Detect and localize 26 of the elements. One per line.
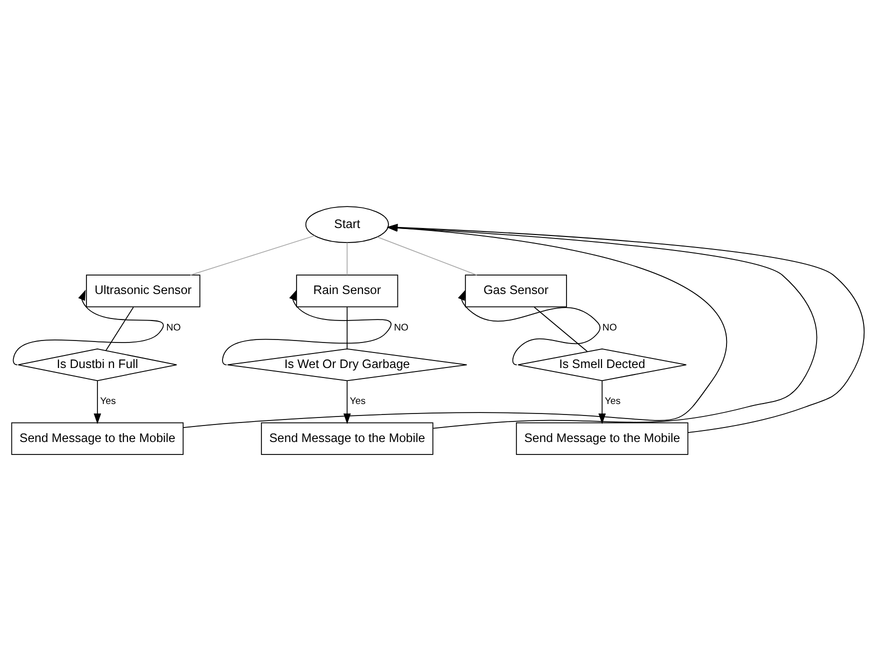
node-diamond: Is Wet Or Dry Garbage [227, 348, 468, 382]
edge-label: NO [602, 322, 617, 334]
node-box: Gas Sensor [464, 274, 567, 308]
node-diamond: Is Smell Dected [518, 348, 687, 382]
node-diamond: Is Dustbi n Full [18, 348, 178, 382]
edge-label: Yes [350, 396, 366, 408]
node-box: Ultrasonic Sensor [86, 274, 200, 308]
edge-label: Yes [604, 396, 621, 408]
node-box: Send Message to the Mobile [260, 422, 434, 455]
arrow [222, 290, 392, 366]
edge-label: NO [394, 322, 408, 334]
node-ellipse: Start [305, 206, 389, 244]
connector [346, 306, 348, 350]
arrow [94, 380, 102, 424]
node-box: Send Message to the Mobile [11, 422, 184, 455]
edge-label: NO [166, 322, 181, 334]
connector [376, 236, 478, 276]
edge-label: Yes [100, 396, 116, 408]
connector [190, 235, 316, 276]
arrow [12, 290, 164, 366]
connector [534, 306, 588, 352]
connector [105, 306, 134, 352]
node-box: Send Message to the Mobile [516, 422, 688, 455]
node-box: Rain Sensor [296, 274, 398, 308]
arrow [458, 290, 600, 366]
connector [346, 242, 348, 276]
